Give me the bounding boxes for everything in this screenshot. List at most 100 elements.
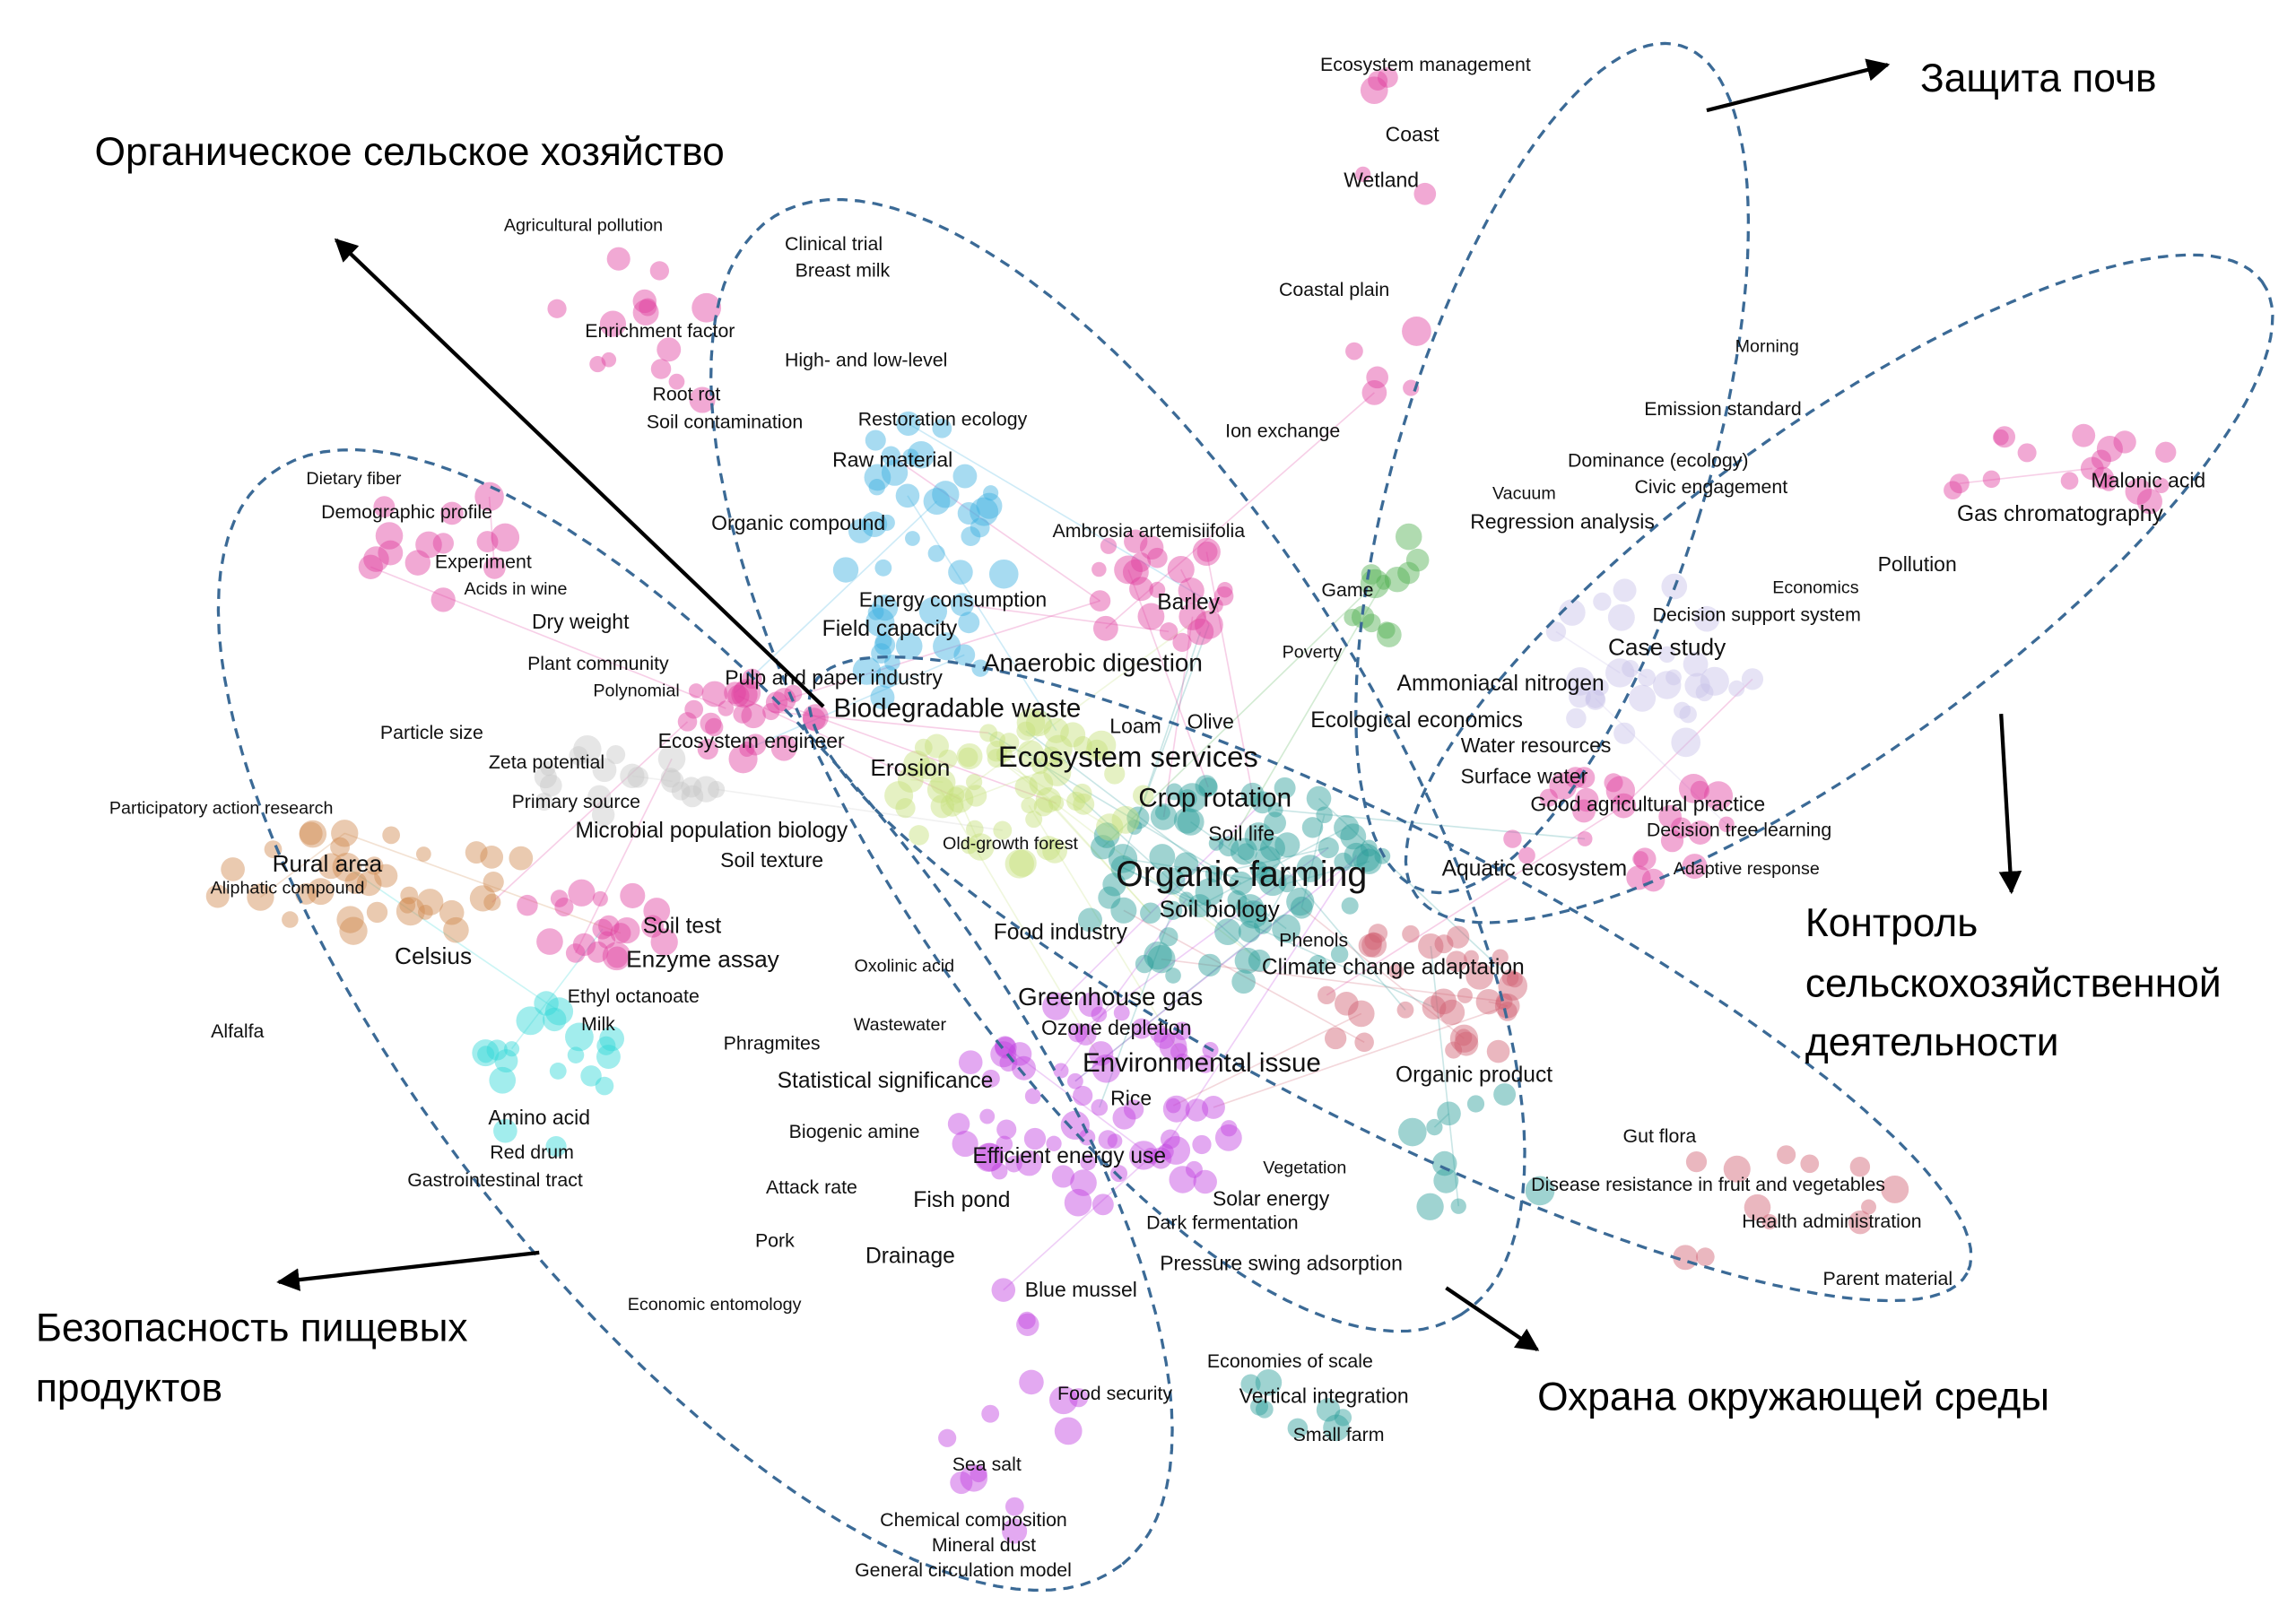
network-node[interactable] — [1613, 722, 1636, 744]
network-node[interactable] — [872, 595, 899, 621]
network-node[interactable] — [476, 531, 499, 553]
network-node[interactable] — [1398, 1117, 1427, 1147]
network-node[interactable] — [739, 742, 755, 758]
network-node[interactable] — [1306, 785, 1332, 812]
network-node[interactable] — [1475, 988, 1501, 1015]
network-node[interactable] — [1287, 1418, 1309, 1439]
keyword-label[interactable]: Particle size — [380, 722, 483, 743]
network-node[interactable] — [1674, 701, 1691, 719]
network-node[interactable] — [1352, 843, 1381, 872]
network-node[interactable] — [1144, 941, 1172, 970]
network-node[interactable] — [1559, 599, 1586, 626]
network-node[interactable] — [1384, 566, 1411, 593]
network-node[interactable] — [2072, 423, 2096, 447]
keyword-label[interactable]: Demographic profile — [321, 501, 492, 523]
network-node[interactable] — [1881, 1175, 1909, 1203]
network-node[interactable] — [986, 740, 1008, 762]
network-node[interactable] — [610, 923, 631, 944]
network-node[interactable] — [1237, 843, 1255, 861]
network-node[interactable] — [970, 517, 990, 538]
network-node[interactable] — [1165, 783, 1183, 801]
network-node[interactable] — [1255, 846, 1281, 872]
network-node[interactable] — [1574, 787, 1599, 812]
network-node[interactable] — [884, 655, 900, 671]
network-node[interactable] — [1064, 1188, 1092, 1217]
network-node[interactable] — [1110, 897, 1137, 924]
network-node[interactable] — [1696, 1247, 1715, 1266]
network-node[interactable] — [1250, 861, 1268, 879]
network-node[interactable] — [1360, 76, 1388, 105]
network-node[interactable] — [952, 1130, 978, 1158]
network-node[interactable] — [1139, 535, 1164, 560]
network-node[interactable] — [1679, 705, 1697, 724]
network-node[interactable] — [895, 483, 920, 508]
network-node[interactable] — [1023, 1127, 1047, 1150]
network-node[interactable] — [960, 1464, 988, 1492]
network-node[interactable] — [989, 731, 1006, 748]
network-node[interactable] — [493, 1118, 517, 1143]
network-node[interactable] — [1060, 722, 1086, 748]
network-node[interactable] — [681, 785, 704, 808]
network-node[interactable] — [1376, 574, 1392, 590]
network-node[interactable] — [1131, 1018, 1152, 1039]
network-node[interactable] — [358, 554, 383, 579]
network-node[interactable] — [964, 785, 987, 807]
network-node[interactable] — [852, 656, 882, 685]
network-node[interactable] — [1088, 1041, 1114, 1066]
network-node[interactable] — [1230, 838, 1257, 865]
network-node[interactable] — [592, 758, 617, 783]
network-node[interactable] — [1465, 962, 1493, 990]
network-node[interactable] — [432, 533, 454, 554]
network-node[interactable] — [671, 781, 691, 801]
network-node[interactable] — [692, 776, 719, 803]
keyword-label[interactable]: Enrichment factor — [585, 320, 735, 342]
network-node[interactable] — [933, 632, 961, 661]
network-node[interactable] — [996, 1119, 1017, 1140]
network-node[interactable] — [2060, 472, 2079, 490]
network-node[interactable] — [1107, 1133, 1123, 1149]
network-node[interactable] — [592, 918, 613, 940]
network-node[interactable] — [2155, 441, 2177, 463]
network-node[interactable] — [1259, 835, 1285, 861]
network-node[interactable] — [1126, 806, 1150, 829]
network-node[interactable] — [727, 684, 750, 707]
keyword-label[interactable]: General circulation model — [855, 1559, 1072, 1581]
network-node[interactable] — [396, 897, 425, 926]
network-node[interactable] — [1159, 622, 1178, 641]
network-node[interactable] — [1053, 1063, 1069, 1079]
network-node[interactable] — [848, 518, 874, 543]
network-node[interactable] — [366, 901, 388, 924]
network-node[interactable] — [1670, 817, 1692, 838]
network-node[interactable] — [415, 846, 431, 862]
network-node[interactable] — [1153, 1028, 1175, 1049]
network-node[interactable] — [1113, 1004, 1130, 1021]
network-node[interactable] — [974, 1142, 1004, 1172]
network-node[interactable] — [430, 587, 456, 612]
network-node[interactable] — [1025, 710, 1052, 737]
network-node[interactable] — [1108, 844, 1138, 873]
network-node[interactable] — [1149, 581, 1166, 598]
keyword-label[interactable]: Ethyl octanoate — [568, 985, 700, 1007]
network-node[interactable] — [1254, 916, 1273, 934]
network-node[interactable] — [1638, 668, 1656, 687]
network-node[interactable] — [477, 1046, 495, 1063]
network-node[interactable] — [378, 540, 404, 566]
network-node[interactable] — [1318, 837, 1339, 859]
network-node[interactable] — [701, 681, 728, 707]
network-node[interactable] — [1091, 561, 1107, 577]
network-node[interactable] — [1728, 680, 1745, 697]
network-node[interactable] — [483, 893, 501, 911]
network-node[interactable] — [1347, 1000, 1375, 1028]
network-node[interactable] — [1221, 1120, 1238, 1137]
network-node[interactable] — [1162, 1095, 1190, 1123]
network-node[interactable] — [2153, 477, 2170, 494]
keyword-label[interactable]: Dominance (ecology) — [1568, 449, 1749, 471]
network-node[interactable] — [1466, 1095, 1485, 1113]
network-node[interactable] — [917, 757, 939, 780]
network-node[interactable] — [1174, 1053, 1192, 1071]
network-node[interactable] — [953, 644, 976, 666]
network-node[interactable] — [1695, 683, 1714, 702]
network-node[interactable] — [606, 946, 629, 968]
keyword-label[interactable]: Vertical integration — [1239, 1384, 1409, 1407]
keyword-label[interactable]: Plant community — [527, 653, 669, 674]
